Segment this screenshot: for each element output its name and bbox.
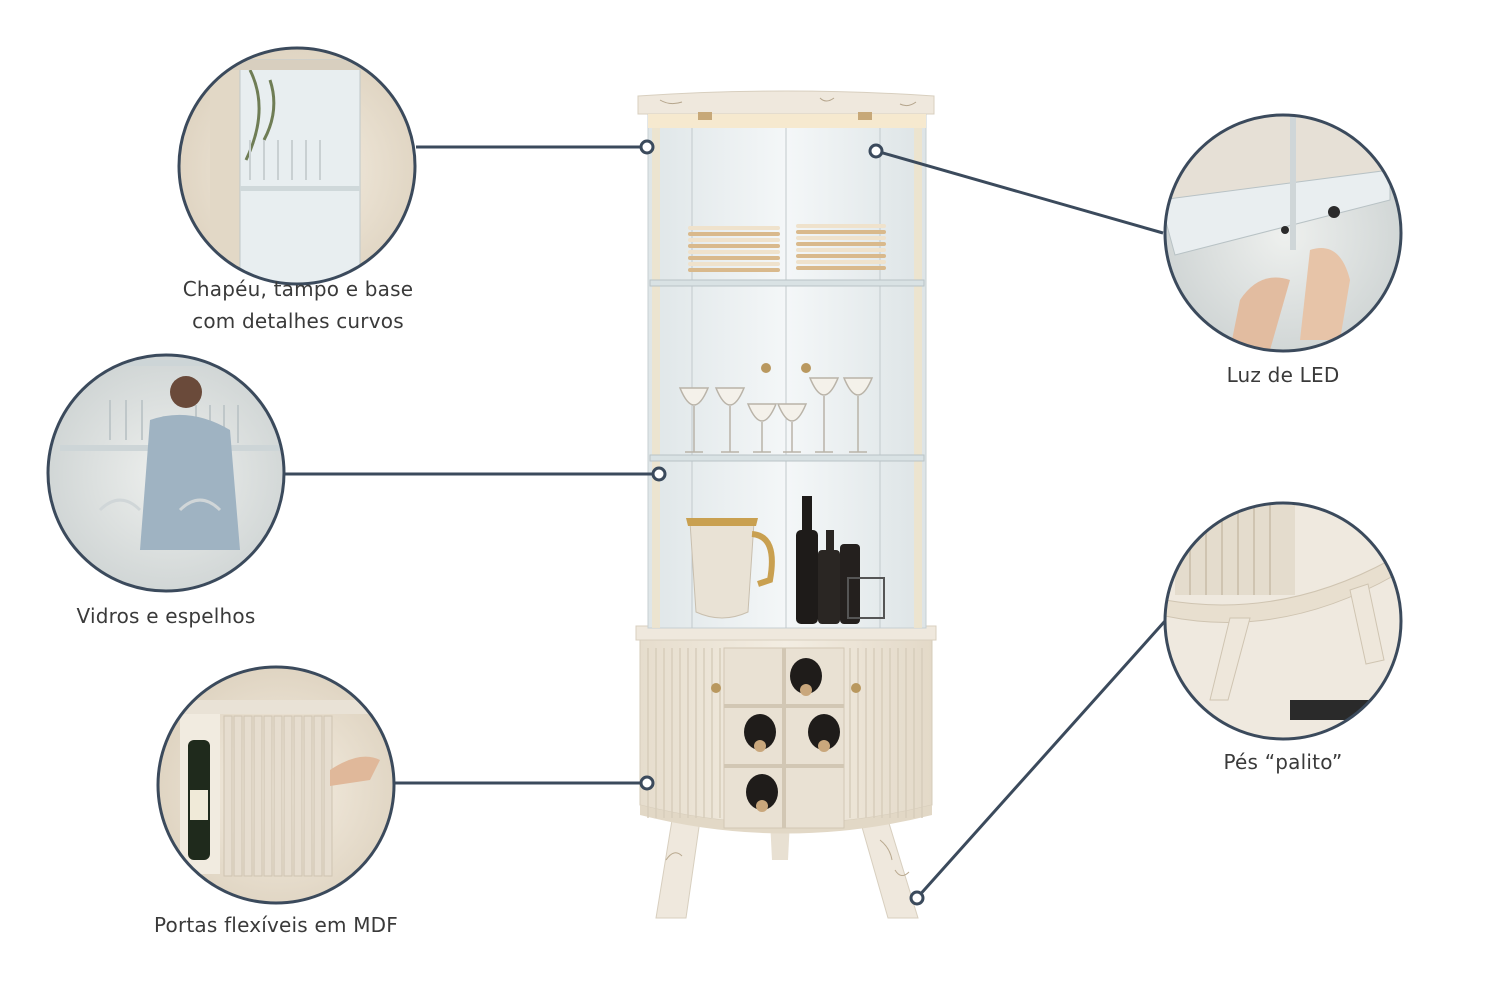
caption-glass-mirrors: Vidros e espelhos	[41, 600, 291, 632]
callout-dot-glass-mirrors	[651, 466, 667, 482]
plates	[688, 224, 886, 272]
detail-photo-glass-mirrors	[46, 353, 286, 593]
wine-glasses	[678, 377, 874, 453]
wine-rack	[723, 647, 845, 829]
caption-line: Chapéu, tampo e base	[182, 277, 414, 301]
caption-flexible-doors: Portas flexíveis em MDF	[126, 909, 426, 941]
detail-photo-stick-feet	[1163, 501, 1403, 741]
caption-stick-feet: Pés “palito”	[1183, 746, 1383, 778]
flexible-door-left	[647, 648, 721, 818]
caption-curved-details: Chapéu, tampo e base com detalhes curvos	[163, 273, 433, 337]
detail-photo-led-light	[1163, 113, 1403, 353]
detail-photo-flexible-doors	[156, 665, 396, 905]
callout-dot-led-light	[868, 143, 884, 159]
cabinet-top-cap	[637, 90, 935, 128]
bottles	[796, 496, 885, 624]
caption-line: Pés “palito”	[1223, 750, 1343, 774]
callout-line-stick-feet	[915, 619, 1167, 900]
caption-line: Vidros e espelhos	[76, 604, 256, 628]
callout-dot-curved-details	[639, 139, 655, 155]
cabinet-illustration	[635, 90, 937, 919]
callout-dot-flexible-doors	[639, 775, 655, 791]
cabinet-legs	[655, 819, 919, 919]
caption-line: com detalhes curvos	[192, 309, 404, 333]
detail-photo-curved-details	[177, 46, 417, 286]
flexible-door-right	[849, 648, 923, 818]
caption-line: Portas flexíveis em MDF	[153, 913, 398, 937]
callout-lines	[285, 139, 1167, 906]
detail-door-slats	[223, 715, 333, 877]
callout-line-led-light	[875, 149, 1164, 235]
caption-led-light: Luz de LED	[1183, 359, 1383, 391]
cabinet-glass-section	[647, 109, 927, 629]
cabinet-base	[639, 639, 933, 834]
pitcher	[686, 518, 775, 619]
callout-dot-stick-feet	[909, 890, 925, 906]
caption-line: Luz de LED	[1226, 363, 1340, 387]
